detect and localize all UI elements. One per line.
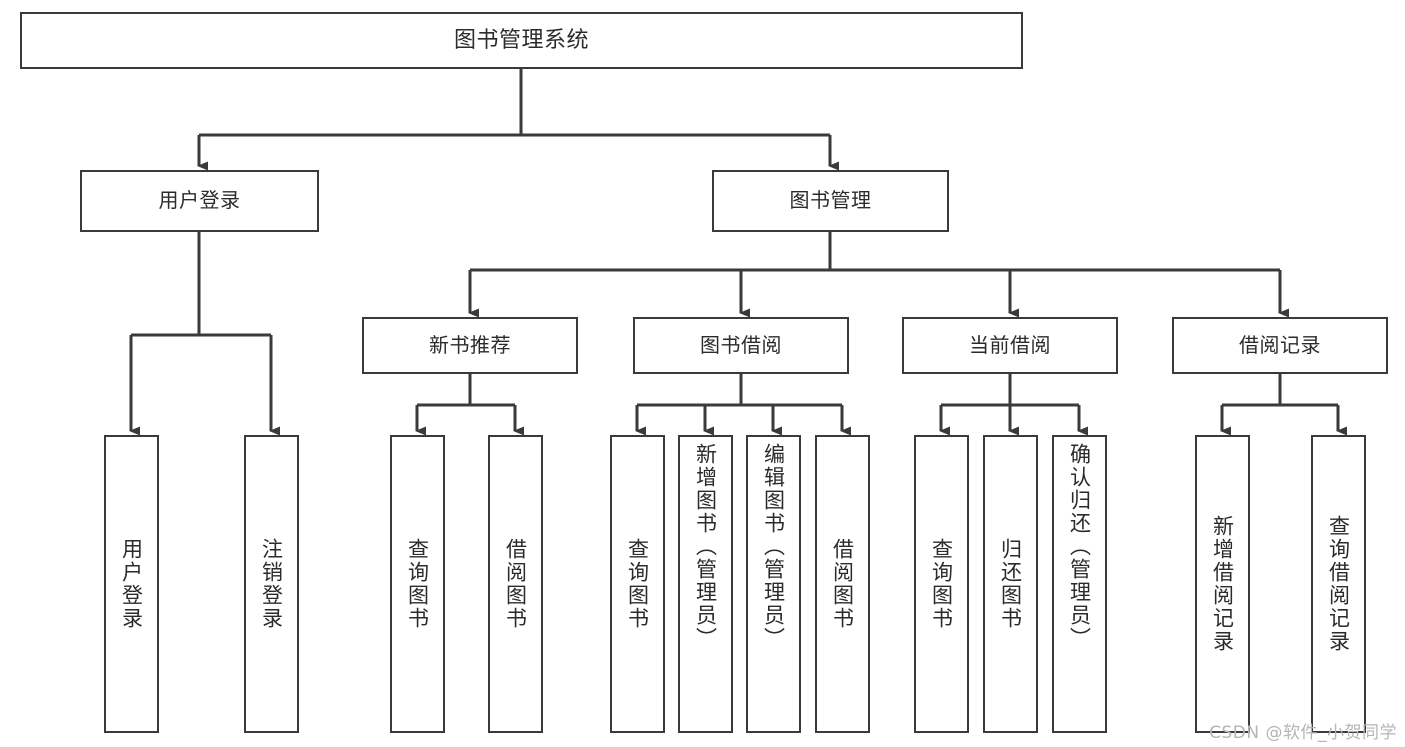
- leaf-borrow-add-book-admin[interactable]: 新增图书（管理员）: [678, 435, 733, 733]
- leaf-borrow-query-book[interactable]: 查询图书: [610, 435, 665, 733]
- leaf-label: 查询图书: [405, 538, 430, 630]
- leaf-label: 编辑图书（管理员）: [761, 443, 786, 650]
- node-new-book-recommend[interactable]: 新书推荐: [362, 317, 578, 374]
- leaf-label: 用户登录: [119, 538, 144, 630]
- leaf-label: 查询图书: [929, 538, 954, 630]
- leaf-newbook-query-book[interactable]: 查询图书: [390, 435, 445, 733]
- leaf-login-user-login[interactable]: 用户登录: [104, 435, 159, 733]
- leaf-label: 归还图书: [998, 538, 1023, 630]
- leaf-current-query-book[interactable]: 查询图书: [914, 435, 969, 733]
- leaf-record-query-record[interactable]: 查询借阅记录: [1311, 435, 1366, 733]
- node-root[interactable]: 图书管理系统: [20, 12, 1023, 69]
- leaf-label: 查询图书: [625, 538, 650, 630]
- leaf-label: 查询借阅记录: [1326, 515, 1351, 653]
- node-book-management-label: 图书管理: [789, 188, 872, 213]
- leaf-record-add-record[interactable]: 新增借阅记录: [1195, 435, 1250, 733]
- leaf-current-confirm-return-admin[interactable]: 确认归还（管理员）: [1052, 435, 1107, 733]
- leaf-newbook-borrow-book[interactable]: 借阅图书: [488, 435, 543, 733]
- leaf-borrow-borrow-book[interactable]: 借阅图书: [815, 435, 870, 733]
- leaf-label: 注销登录: [259, 538, 284, 630]
- leaf-label: 借阅图书: [830, 538, 855, 630]
- leaf-label: 借阅图书: [503, 538, 528, 630]
- node-current-borrow[interactable]: 当前借阅: [902, 317, 1118, 374]
- node-book-management[interactable]: 图书管理: [712, 170, 949, 232]
- csdn-watermark: CSDN @软件_小贺同学: [1209, 723, 1397, 743]
- leaf-label: 新增图书（管理员）: [693, 443, 718, 650]
- node-book-borrow[interactable]: 图书借阅: [633, 317, 849, 374]
- leaf-current-return-book[interactable]: 归还图书: [983, 435, 1038, 733]
- node-user-login-label: 用户登录: [158, 188, 241, 213]
- leaf-login-logout[interactable]: 注销登录: [244, 435, 299, 733]
- node-book-borrow-label: 图书借阅: [700, 332, 782, 357]
- node-new-book-recommend-label: 新书推荐: [429, 332, 511, 357]
- leaf-label: 确认归还（管理员）: [1067, 443, 1092, 650]
- node-user-login[interactable]: 用户登录: [80, 170, 319, 232]
- leaf-borrow-edit-book-admin[interactable]: 编辑图书（管理员）: [746, 435, 801, 733]
- node-borrow-record[interactable]: 借阅记录: [1172, 317, 1388, 374]
- node-root-label: 图书管理系统: [453, 27, 589, 53]
- node-borrow-record-label: 借阅记录: [1239, 332, 1321, 357]
- node-current-borrow-label: 当前借阅: [969, 332, 1051, 357]
- leaf-label: 新增借阅记录: [1210, 515, 1235, 653]
